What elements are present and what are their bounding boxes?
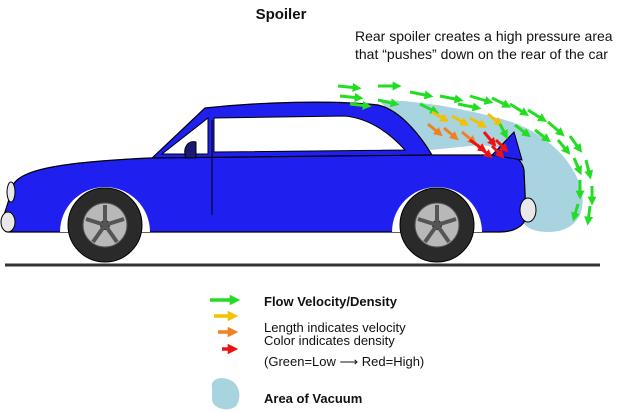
airflow-arrow bbox=[339, 92, 364, 102]
airflow-arrow bbox=[509, 102, 530, 116]
airflow-arrow bbox=[527, 108, 548, 122]
airflow-arrow bbox=[494, 138, 509, 153]
airflow-arrow bbox=[584, 159, 594, 180]
legend-icons bbox=[210, 294, 241, 410]
airflow-arrow bbox=[457, 102, 482, 112]
front-bumper bbox=[0, 211, 16, 233]
airflow-arrow bbox=[419, 102, 440, 114]
airflow-arrow bbox=[377, 98, 400, 108]
airflow-arrow bbox=[427, 122, 443, 137]
airflow-arrow bbox=[547, 120, 565, 137]
airflow-arrow bbox=[487, 112, 503, 127]
spoiler-note-line-1: Rear spoiler creates a high pressure are… bbox=[355, 28, 613, 44]
airflow-arrow bbox=[482, 131, 497, 147]
airflow-arrows bbox=[337, 81, 597, 226]
airflow-arrow bbox=[431, 110, 450, 122]
legend-color-label: Color indicates density bbox=[264, 333, 395, 348]
airflow-arrow bbox=[439, 94, 464, 104]
airflow-arrow bbox=[514, 123, 531, 138]
legend-length-label: Length indicates velocity bbox=[264, 320, 406, 335]
spoiler-note-line-2: that “pushes” down on the rear of the ca… bbox=[355, 46, 608, 62]
airflow-arrow bbox=[491, 96, 512, 108]
legend-vacuum-label: Area of Vacuum bbox=[264, 391, 363, 406]
airflow-arrow bbox=[571, 203, 580, 222]
airflow-arrow bbox=[568, 135, 583, 153]
airflow-arrow bbox=[451, 114, 470, 126]
airflow-arrow bbox=[469, 116, 488, 128]
airflow-arrow bbox=[443, 126, 459, 141]
airflow-arrow bbox=[337, 82, 362, 92]
legend-flow-label: Flow Velocity/Density bbox=[264, 294, 397, 309]
rear-bumper bbox=[519, 197, 537, 223]
airflow-arrow bbox=[469, 94, 494, 105]
side-window bbox=[213, 115, 407, 153]
airflow-arrow bbox=[490, 144, 505, 159]
headlight bbox=[6, 181, 16, 203]
side-mirror bbox=[184, 141, 197, 159]
airflow-arrow bbox=[534, 128, 551, 143]
airflow-arrow bbox=[409, 90, 434, 100]
airflow-arrow bbox=[477, 144, 493, 159]
airflow-arrow bbox=[349, 100, 372, 110]
front-wheel bbox=[60, 187, 150, 263]
rear-wheel bbox=[392, 187, 482, 263]
legend-range-label: (Green=Low ⟶ Red=High) bbox=[264, 354, 425, 369]
vacuum-swatch-icon bbox=[211, 378, 240, 410]
airflow-arrow bbox=[572, 157, 583, 176]
airflow-arrow bbox=[556, 139, 571, 155]
airflow-arrow bbox=[584, 205, 594, 226]
airflow-arrow bbox=[498, 123, 508, 140]
diagram-title: Spoiler bbox=[255, 6, 307, 23]
